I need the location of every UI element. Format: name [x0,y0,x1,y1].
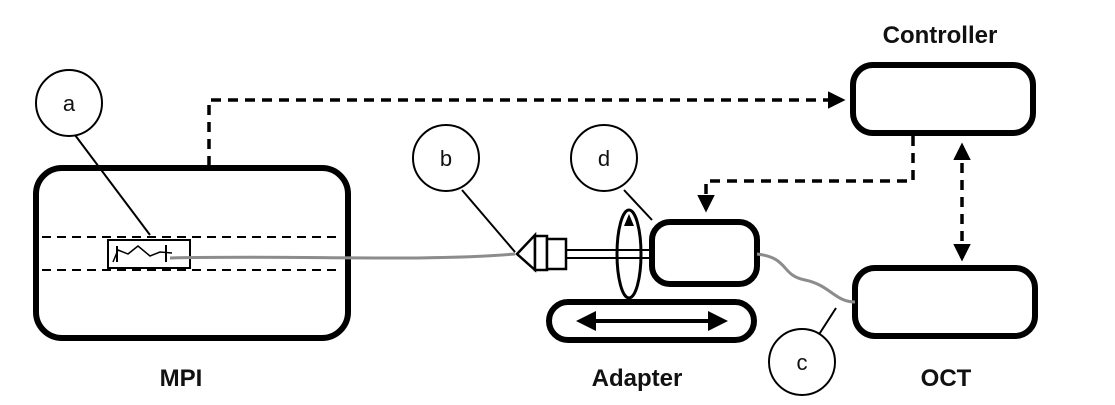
callout-b-text: b [440,146,452,171]
fiber-connector-plug [545,237,568,271]
oct-box [852,265,1038,339]
rotation-ellipse [615,208,643,300]
fiber-connector-cone [515,231,537,273]
callout-a-circle [35,69,103,137]
callout-b-circle [412,124,480,192]
oct-label: OCT [921,365,972,392]
callout-c-text: c [797,350,808,375]
mpi-scanner-box [33,165,351,341]
callout-d-text: d [598,146,610,171]
phantom-vessel [107,239,191,269]
optical-fiber-oct [756,252,856,304]
callout-d-circle [570,124,638,192]
controller-box [850,62,1036,136]
controller-label: Controller [883,22,998,49]
callout-d-leader [623,189,653,221]
optical-fiber-catheter [169,252,516,260]
rotary-motor-box [649,219,760,287]
callout-a-leader [74,134,151,236]
callout-b-leader [461,189,516,253]
callout-a-text: a [63,91,76,116]
mpi-to-controller-arrow [207,91,846,166]
callout-c-circle [768,328,836,396]
mpi-label: MPI [160,365,203,392]
callout-c-leader [817,307,837,337]
fiber-connector-block [533,234,549,272]
adapter-label: Adapter [592,365,683,392]
rotation-arrow-icon [624,214,634,226]
controller-to-adapter-arrow [697,136,915,213]
